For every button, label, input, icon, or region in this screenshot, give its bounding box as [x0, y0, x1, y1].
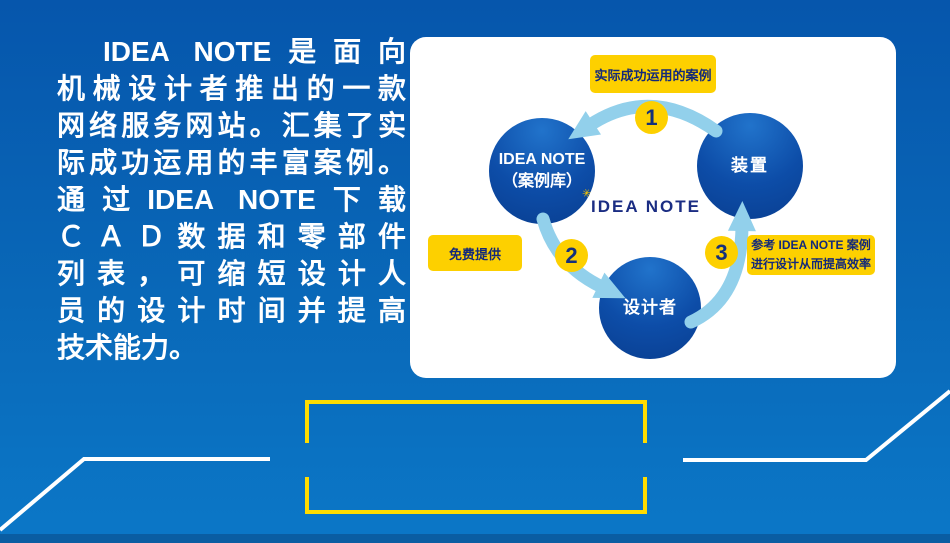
intro-line: IDEA NOTE是面向 [103, 36, 406, 67]
label-text: 实际成功运用的案例 [594, 67, 712, 83]
idea-note-logo: ✳ IDEA NOTE [581, 187, 701, 217]
yellow-frame-bottom [305, 477, 647, 514]
node-label-line: （案例库） [501, 173, 582, 190]
intro-line: 列表，可缩短设计人 [57, 258, 406, 289]
yellow-frame-top [305, 400, 647, 443]
white-zigzag-left [0, 457, 270, 532]
intro-line: 机械设计者推出的一款 [57, 73, 406, 104]
intro-text: IDEA NOTE是面向 机械设计者推出的一款 网络服务网站。汇集了实 际成功运… [57, 33, 406, 366]
step-badge-3: 3 [705, 236, 738, 269]
intro-line: 员的设计时间并提高 [57, 295, 406, 326]
node-label: 装置 [731, 155, 769, 175]
arrow-designer-to-device [684, 201, 756, 329]
white-zigzag-right [683, 389, 950, 462]
bottom-accent-bar [0, 534, 950, 543]
node-label: 设计者 [623, 297, 677, 317]
label-text: 参考 IDEA NOTE 案例 [751, 238, 871, 252]
label-reference-efficiency: 参考 IDEA NOTE 案例 进行设计从而提高效率 [747, 235, 875, 275]
step-badge-2: 2 [555, 239, 588, 272]
label-text: 进行设计从而提高效率 [750, 257, 871, 271]
label-text: 免费提供 [448, 246, 501, 262]
intro-line: 技术能力。 [57, 332, 198, 363]
step-badge-1: 1 [635, 101, 668, 134]
label-success-cases: 实际成功运用的案例 [590, 55, 716, 93]
intro-line: 通过IDEA NOTE下载 [57, 184, 406, 215]
label-free-offer: 免费提供 [428, 235, 522, 271]
node-label-line: IDEA NOTE [498, 151, 586, 169]
logo-text: IDEA NOTE [591, 197, 701, 216]
intro-line: ＣＡＤ数据和零部件 [57, 221, 406, 252]
intro-line: 际成功运用的丰富案例。 [57, 147, 406, 178]
diagram-card: IDEA NOTE （案例库） 装置 设计者 1 2 3 实际成功运用的案例 [410, 37, 896, 378]
intro-line: 网络服务网站。汇集了实 [57, 110, 406, 141]
